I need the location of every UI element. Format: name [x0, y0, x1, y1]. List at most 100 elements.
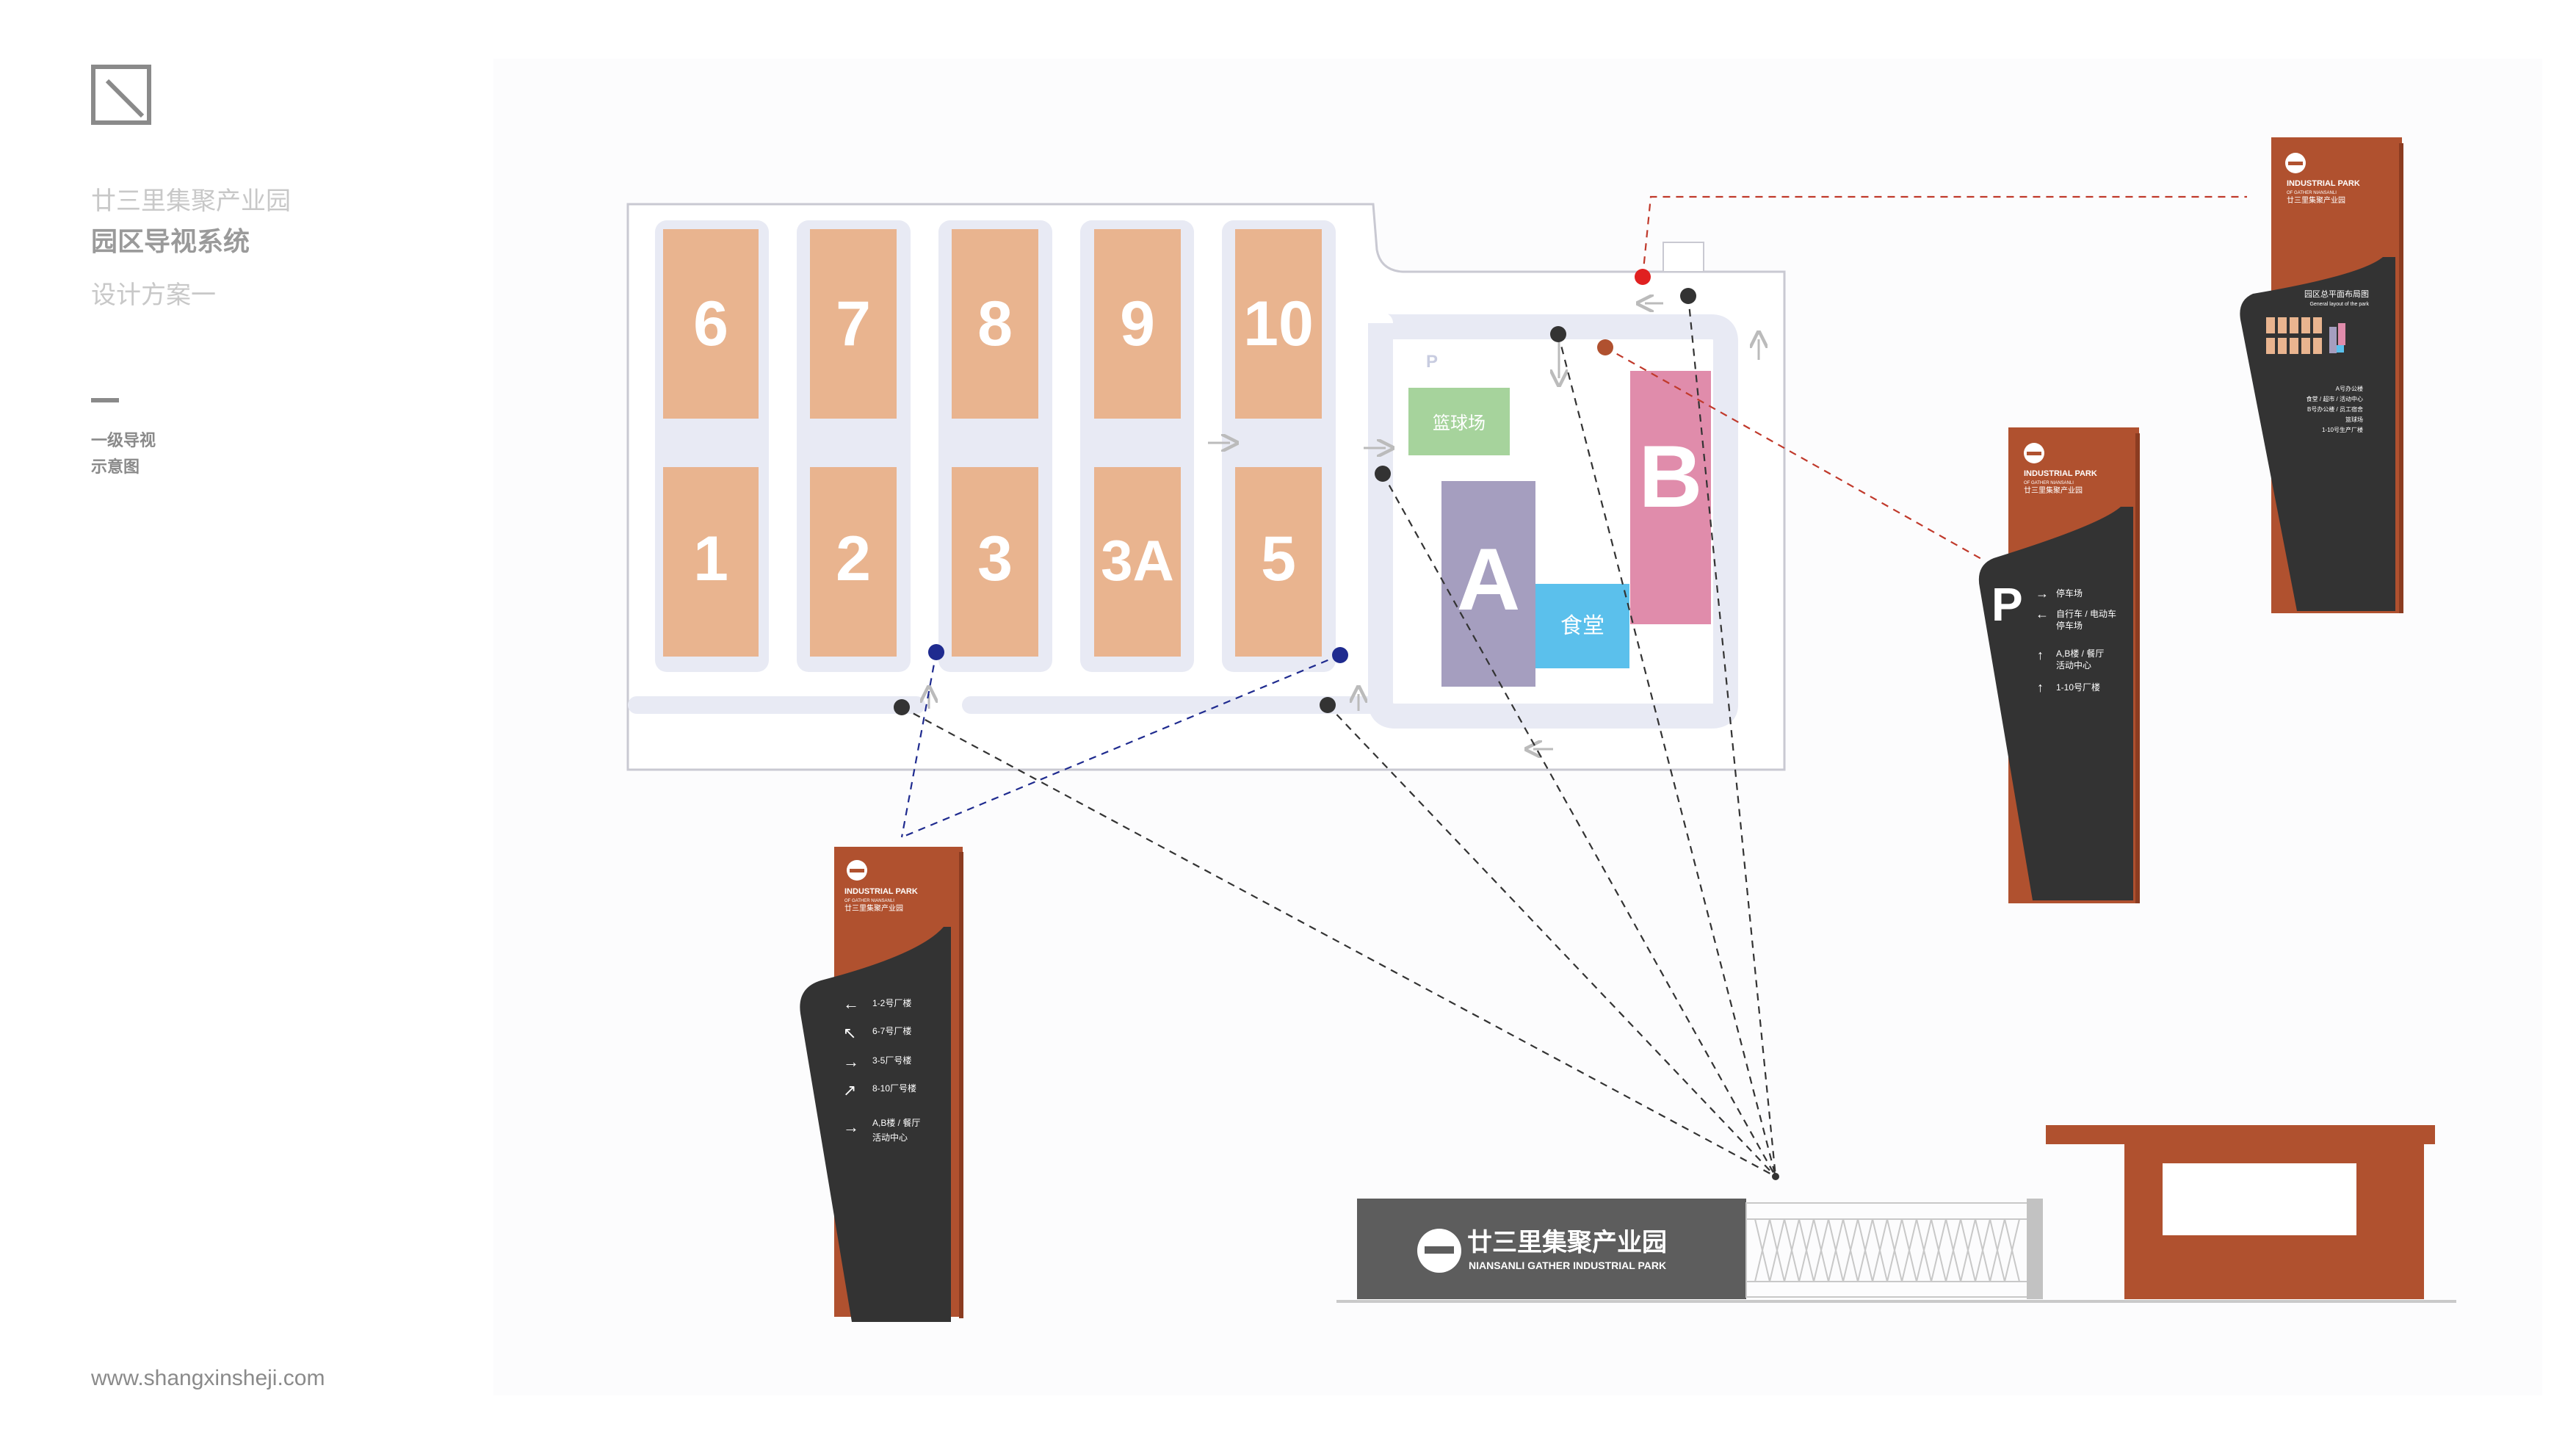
canteen — [1535, 584, 1629, 668]
sign-text: 廿三里集聚产业园 — [844, 903, 903, 913]
sign-text: 活动中心 — [2056, 660, 2091, 671]
building-label: 3 — [977, 524, 1013, 594]
arrow-upleft-icon: ↖ — [843, 1024, 856, 1042]
sign-text: 自行车 / 电动车 — [2056, 608, 2116, 619]
sign-text: 廿三里集聚产业园 — [2287, 195, 2345, 205]
parking-letter: P — [1991, 578, 2023, 631]
sign-text: OF GATHER NIANSANLI — [844, 899, 894, 903]
building-9 — [1094, 229, 1181, 419]
sign-text: 停车场 — [2056, 620, 2083, 631]
building-label: 2 — [836, 524, 871, 594]
sign-text: INDUSTRIAL PARK — [844, 887, 918, 896]
building-a — [1441, 481, 1535, 687]
building-3 — [952, 467, 1038, 657]
building-b-label: B — [1639, 427, 1703, 526]
sign-text: 1-10号生产厂楼 — [2322, 426, 2363, 433]
arrow-right-icon: → — [843, 1052, 859, 1071]
sign-text: 食堂 / 超市 / 活动中心 — [2307, 395, 2363, 402]
sign-text: A,B楼 / 餐厅 — [2056, 648, 2104, 659]
notch — [1663, 242, 1704, 272]
sign-text: 廿三里集聚产业园 — [1467, 1229, 1667, 1257]
section-line2: 示意图 — [91, 458, 140, 476]
gate-target-dot — [1772, 1173, 1779, 1180]
sign-text: 篮球场 — [2345, 416, 2363, 423]
building-5 — [1235, 467, 1322, 657]
sightlines-blue — [900, 651, 1341, 839]
canteen-label: 食堂 — [1560, 614, 1604, 638]
building-b — [1630, 371, 1711, 624]
sign-dot — [1597, 339, 1613, 355]
park-name: 廿三里集聚产业园 — [91, 187, 291, 215]
sign-text: NIANSANLI GATHER INDUSTRIAL PARK — [1469, 1260, 1666, 1271]
system-title: 园区导视系统 — [91, 226, 250, 256]
building-label: 1 — [693, 524, 728, 594]
sign-text: 园区总平面布局图 — [2304, 289, 2369, 299]
plan-label: 设计方案一 — [91, 281, 216, 309]
gate: 廿三里集聚产业园 NIANSANLI GATHER INDUSTRIAL PAR… — [1336, 1125, 2456, 1303]
sign-text: INDUSTRIAL PARK — [2024, 469, 2097, 478]
sign-dot — [928, 644, 944, 660]
arrow-up-icon: ↑ — [2037, 680, 2044, 695]
sign-dots — [894, 269, 1696, 715]
mini-map — [2266, 317, 2345, 354]
building-6 — [663, 229, 759, 419]
building-label: 10 — [1243, 289, 1314, 359]
sign-text: 1-10号厂楼 — [2056, 682, 2100, 693]
section-line1: 一级导视 — [91, 431, 156, 449]
website-url[interactable]: www.shangxinsheji.com — [91, 1366, 325, 1390]
sign-text: General layout of the park — [2309, 302, 2369, 307]
sign-text: A号办公楼 — [2336, 385, 2363, 392]
building-label: 5 — [1261, 524, 1296, 594]
building-3a — [1094, 467, 1181, 657]
sign-dot — [1550, 326, 1566, 342]
building-a-label: A — [1457, 530, 1521, 629]
arrow-left-icon: ← — [2036, 607, 2049, 621]
arrow-up-icon: ↑ — [2037, 648, 2044, 662]
building-7 — [810, 229, 897, 419]
building-10 — [1235, 229, 1322, 419]
sliding-gate — [1745, 1202, 2030, 1298]
sign-dot — [1332, 647, 1348, 663]
arrow-left-icon: ← — [843, 994, 859, 1013]
sign-dot — [1320, 697, 1336, 713]
sign-text: 活动中心 — [872, 1132, 908, 1143]
building-8 — [952, 229, 1038, 419]
building-label: 7 — [836, 289, 871, 359]
sign-dot — [1375, 466, 1391, 482]
flow-arrows — [929, 303, 1759, 749]
buildings-bottom: 1 2 3 3A 5 — [663, 467, 1322, 657]
sign-text: OF GATHER NIANSANLI — [2024, 481, 2074, 485]
sign-text: 6-7号厂楼 — [872, 1025, 911, 1036]
sign-dot — [1635, 269, 1651, 285]
sign-text: A,B楼 / 餐厅 — [872, 1117, 920, 1128]
sign-right: INDUSTRIAL PARK OF GATHER NIANSANLI 廿三里集… — [2240, 137, 2403, 613]
building-label: 9 — [1120, 289, 1155, 359]
sightlines-to-gate — [901, 295, 1777, 1177]
sign-text: B号办公楼 / 员工宿舍 — [2307, 405, 2363, 413]
arrow-right-icon: → — [2036, 586, 2049, 601]
sign-text: 3-5厂号楼 — [872, 1055, 911, 1066]
sign-text: INDUSTRIAL PARK — [2287, 179, 2360, 188]
arrow-right-icon: → — [843, 1118, 859, 1136]
sign-text: 廿三里集聚产业园 — [2024, 485, 2083, 495]
building-label: 6 — [693, 289, 728, 359]
building-label: 8 — [977, 289, 1013, 359]
buildings-top: 6 7 8 9 10 — [663, 229, 1322, 419]
divider — [91, 398, 119, 402]
corner-logo-icon — [91, 65, 151, 125]
sign-left: INDUSTRIAL PARK OF GATHER NIANSANLI 廿三里集… — [800, 847, 963, 1322]
sign-mid: INDUSTRIAL PARK OF GATHER NIANSANLI 廿三里集… — [1978, 427, 2140, 903]
building-label: 3A — [1101, 528, 1174, 593]
sign-text: 1-2号厂楼 — [872, 997, 911, 1008]
sign-text: 8-10厂号楼 — [872, 1083, 916, 1094]
guardhouse-roof — [2046, 1125, 2435, 1144]
building-2 — [810, 467, 897, 657]
sign-dot — [894, 699, 910, 715]
arrow-upright-icon: ↗ — [843, 1081, 856, 1099]
court-label: 篮球场 — [1433, 413, 1486, 433]
sightlines-red — [1604, 195, 2247, 560]
basketball-court — [1408, 388, 1510, 455]
sign-text: OF GATHER NIANSANLI — [2287, 191, 2337, 195]
building-1 — [663, 467, 759, 657]
